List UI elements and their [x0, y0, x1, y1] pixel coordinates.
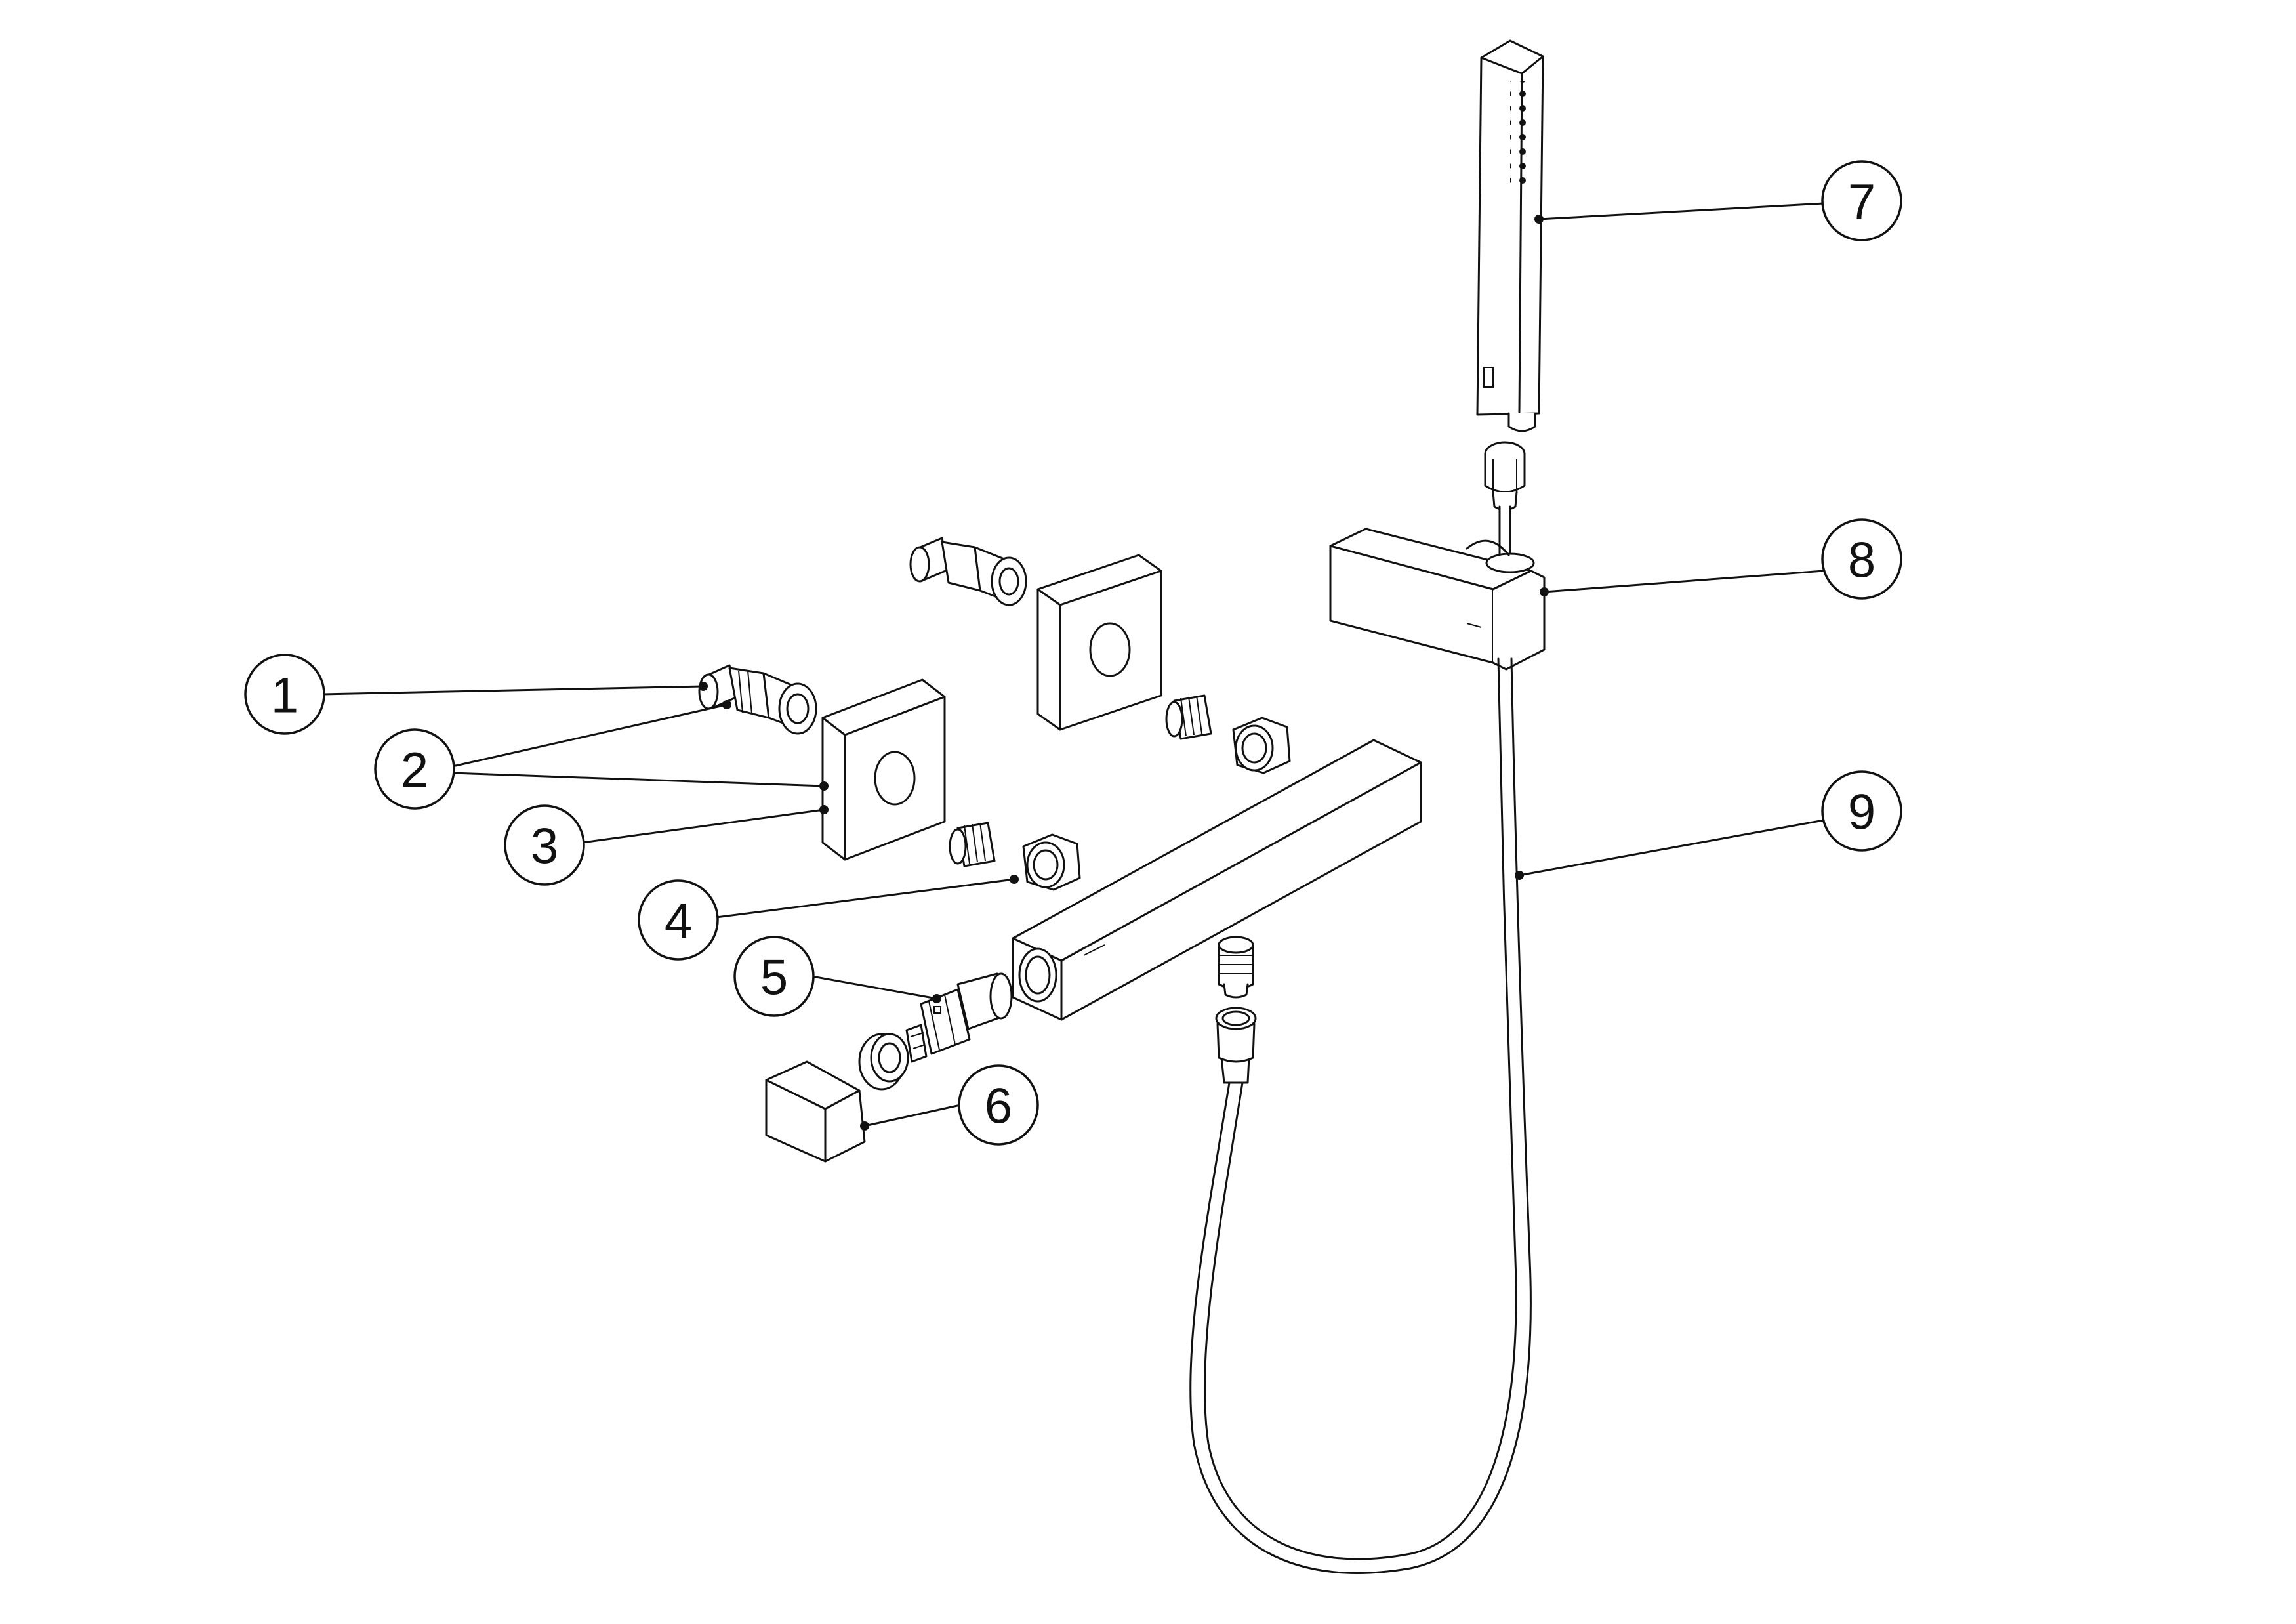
callout-4: 4 [638, 879, 719, 961]
svg-text:2: 2 [401, 743, 428, 799]
shower-holder [1329, 505, 1546, 671]
svg-text:6: 6 [985, 1079, 1012, 1135]
wall-plate [821, 678, 946, 861]
svg-text:8: 8 [1848, 533, 1876, 589]
hose-top-nut [1484, 441, 1526, 511]
upper-eccentric-connector [909, 537, 1027, 606]
eccentric-connector [698, 664, 817, 735]
leader-8 [1544, 570, 1824, 593]
lower-adapter [949, 822, 996, 867]
svg-text:5: 5 [760, 950, 788, 1006]
svg-text:4: 4 [665, 894, 692, 949]
leader-4 [716, 878, 1015, 919]
callout-8: 8 [1821, 518, 1902, 600]
leader-6 [864, 1104, 961, 1127]
svg-text:7: 7 [1848, 175, 1876, 230]
leader-1 [322, 685, 704, 696]
hose-connector [1218, 936, 1254, 999]
upper-adapter [1165, 694, 1212, 740]
upper-nut [1232, 717, 1291, 774]
hand-shower [1476, 39, 1544, 432]
shower-hose [1189, 657, 1532, 1574]
callout-5: 5 [733, 936, 815, 1017]
callout-7: 7 [1821, 160, 1902, 241]
callout-9: 9 [1821, 770, 1902, 852]
cartridge-ring-nut [858, 1033, 909, 1091]
leader-2b [452, 772, 825, 787]
callout-6: 6 [958, 1064, 1039, 1146]
lower-nut [1022, 833, 1081, 891]
mixer-handle [765, 1060, 866, 1163]
leader-9 [1519, 819, 1824, 877]
callout-2: 2 [374, 728, 455, 810]
callout-3: 3 [504, 804, 585, 886]
leader-2a [452, 703, 728, 768]
leader-3 [582, 808, 825, 844]
leader-lines [322, 202, 1824, 1131]
svg-text:3: 3 [531, 819, 558, 875]
svg-text:1: 1 [271, 668, 298, 724]
mixer-body [1012, 739, 1422, 1021]
upper-wall-plate [1036, 554, 1162, 731]
leader-7 [1538, 202, 1824, 220]
svg-text:9: 9 [1848, 785, 1876, 841]
thermostatic-cartridge [905, 972, 1013, 1063]
callout-1: 1 [244, 654, 325, 735]
leader-5 [811, 975, 937, 1000]
